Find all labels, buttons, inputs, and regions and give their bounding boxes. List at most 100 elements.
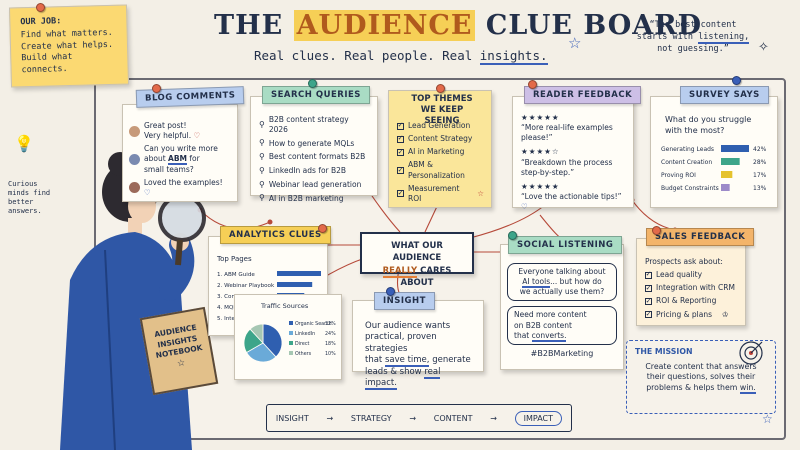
- survey-question: with the most?: [665, 125, 725, 135]
- comment-text: Loved the examples! ♡: [144, 178, 231, 198]
- legend-swatch: [289, 351, 293, 355]
- survey-says-card: What do you struggle with the most? Gene…: [650, 96, 778, 208]
- top-themes-label-line: WE KEEP SEEING: [420, 105, 464, 127]
- social-listening-card: Everyone talking about AI tools... but h…: [500, 244, 624, 370]
- avatar: [129, 125, 140, 137]
- center-line-text: CARES ABOUT: [400, 265, 452, 288]
- bar-value-label: 13%: [753, 185, 767, 192]
- mission-line-text: problems & helps them: [646, 382, 738, 392]
- star-doodle-icon: ☆: [568, 34, 582, 52]
- target-icon: [739, 341, 763, 365]
- sales-item-text: Lead quality: [656, 270, 703, 280]
- hashtag: #B2BMarketing: [530, 348, 594, 358]
- page-subtitle: Real clues. Real people. Real insights.: [254, 48, 548, 65]
- feedback-item: ★★★★☆ “Breakdown the process step-by-ste…: [521, 147, 625, 177]
- audience-insights-notebook: AUDIENCE INSIGHTS NOTEBOOK ☆: [139, 306, 219, 396]
- insight-line: leads & show real impact.: [365, 366, 475, 391]
- sales-item: ✓Pricing & plans♔: [645, 310, 739, 320]
- top-pages-bar: [277, 282, 313, 287]
- legend-label: LinkedIn: [295, 331, 315, 337]
- sales-item-text: Pricing & plans: [656, 309, 712, 319]
- feedback-item: ★★★★★ “More real-life examples please!”: [521, 113, 625, 143]
- sales-item-text: Integration with CRM: [656, 283, 735, 293]
- lightbulb-icon: 💡: [14, 134, 34, 153]
- checkbox-checked-icon: ✓: [645, 309, 652, 319]
- social-line: Everyone talking about: [518, 267, 606, 276]
- comment-item: Great post! Very helpful. ♡: [129, 121, 231, 141]
- search-icon: ⚲: [259, 179, 265, 189]
- checkbox-checked-icon: ✓: [645, 270, 652, 279]
- avatar: [129, 182, 140, 194]
- insight-highlight: real impact.: [365, 366, 441, 391]
- survey-bar: [721, 144, 749, 152]
- our-job-title: OUR JOB:: [20, 16, 62, 28]
- flow-step: INSIGHT: [275, 413, 309, 423]
- flow-step: CONTENT: [433, 413, 473, 423]
- sales-item: ✓ Lead quality: [645, 270, 739, 280]
- search-query-item: ⚲LinkedIn ads for B2B: [259, 166, 369, 177]
- sales-feedback-card: Prospects ask about: ✓Lead quality ✓Inte…: [636, 238, 746, 326]
- mission-title: THE MISSION: [635, 347, 693, 356]
- reader-feedback-label: READER FEEDBACK: [524, 86, 642, 104]
- social-line: on B2B content: [514, 320, 572, 330]
- social-highlight: AI tools: [522, 277, 551, 289]
- legend-label: Direct: [295, 341, 309, 347]
- our-job-line: Build what connects.: [21, 52, 73, 76]
- feedback-line: “More real-life examples: [521, 123, 613, 133]
- insight-flow-bar: INSIGHT → STRATEGY → CONTENT → IMPACT: [266, 404, 572, 432]
- search-query-item: ⚲How to generate MQLs: [259, 138, 369, 149]
- social-line: we actually use them?: [519, 287, 605, 297]
- comment-line: about ABM for: [144, 154, 218, 166]
- top-pages-title: Top Pages: [216, 255, 252, 263]
- speech-bubble: Need more content on B2B content that co…: [507, 306, 617, 345]
- title-pre: THE: [214, 10, 284, 41]
- heart-icon: ♡: [143, 187, 151, 197]
- star-rating: ★★★★★: [521, 113, 560, 122]
- pie-slice: [249, 323, 264, 345]
- bar-category-label: 1. ABM Guide: [217, 272, 255, 278]
- comment-line: Can you write more: [144, 144, 218, 154]
- mission-line: problems & helps them win.: [635, 382, 767, 394]
- arrow-right-icon: →: [326, 413, 334, 423]
- speech-bubble: Everyone talking about AI tools... but h…: [507, 263, 617, 302]
- insight-line: that save time, generate: [365, 355, 475, 368]
- feedback-line: “Love the actionable tips!” ♡: [521, 192, 625, 212]
- insight-line: practical, proven strategies: [365, 332, 437, 354]
- arrow-right-icon: →: [409, 413, 417, 423]
- comment-text: Can you write more about ABM for small t…: [144, 144, 218, 174]
- heart-icon: ♡: [193, 131, 201, 141]
- title-post: CLUE BOARD: [485, 10, 703, 41]
- social-line: that converts.: [514, 330, 610, 342]
- search-query-item: ⚲AI in B2B marketing: [259, 193, 369, 204]
- star-rating: ★★★★★: [521, 181, 560, 191]
- checkbox-checked-icon: ✓: [397, 121, 404, 130]
- pushpin-icon: [732, 76, 741, 85]
- sales-feedback-label: SALES FEEDBACK: [646, 228, 755, 246]
- legend-label: Organic Search: [295, 321, 332, 327]
- quote-line: “The best content: [649, 20, 737, 30]
- blog-comments-card: Great post! Very helpful. ♡ Can you writ…: [122, 104, 238, 202]
- curious-line: answers.: [8, 207, 42, 216]
- theme-item: ✓Lead Generation: [397, 121, 484, 131]
- survey-bar: [721, 183, 730, 191]
- search-query-item: ⚲Webinar lead generation: [259, 180, 369, 191]
- page-title: THE AUDIENCE CLUE BOARD: [214, 10, 702, 41]
- bar-value-label: 42%: [753, 146, 767, 153]
- search-icon: ⚲: [259, 165, 265, 175]
- search-query-text: Best content formats B2B: [268, 152, 366, 162]
- title-highlight: AUDIENCE: [293, 10, 476, 41]
- pushpin-icon: [36, 3, 45, 12]
- center-line: WHAT OUR AUDIENCE: [391, 241, 443, 264]
- quote-line: starts with listening,: [628, 31, 758, 44]
- insight-highlight: save time,: [384, 355, 430, 368]
- bar-value-label: 17%: [753, 172, 767, 179]
- legend-value: 18%: [325, 341, 336, 347]
- social-line-text: that: [514, 330, 530, 340]
- search-query-text: Webinar lead generation: [268, 179, 362, 189]
- bar-value-label: 28%: [753, 159, 767, 166]
- mission-line: Create content that answers: [645, 361, 757, 371]
- checkbox-checked-icon: ✓: [397, 134, 404, 143]
- social-listening-label: SOCIAL LISTENING: [508, 236, 623, 254]
- pie-slice: [262, 323, 283, 358]
- comment-line-text: Very helpful.: [144, 131, 192, 141]
